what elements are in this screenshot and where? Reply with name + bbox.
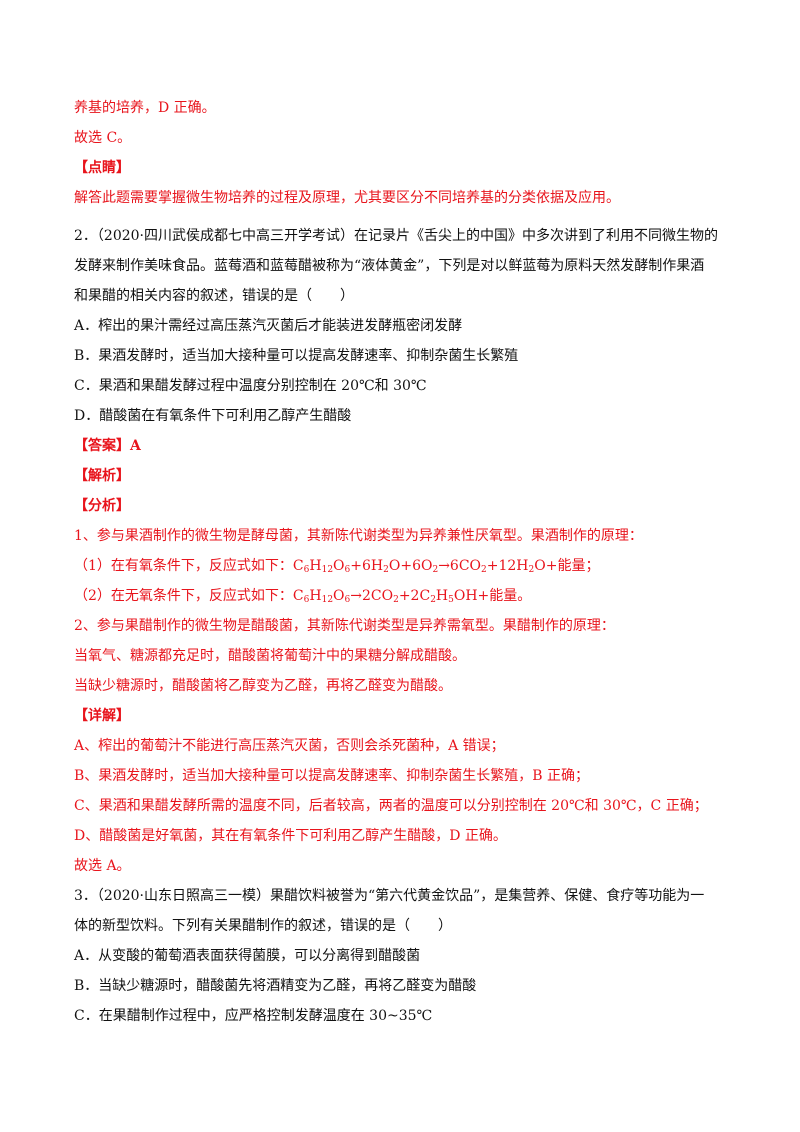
text-line: C．在果醋制作过程中，应严格控制发酵温度在 30~35℃ xyxy=(74,1006,728,1026)
equation-subscript: 6 xyxy=(303,565,310,575)
line-text: 当缺少糖源时，醋酸菌将乙醇变为乙醛，再将乙醛变为醋酸。 xyxy=(74,678,452,694)
text-line: 故选 C。 xyxy=(74,128,728,148)
line-text: 故选 C。 xyxy=(74,130,132,146)
equation-part: →2CO xyxy=(350,588,394,604)
text-line: 【分析】 xyxy=(74,496,728,516)
text-line: A、榨出的葡萄汁不能进行高压蒸汽灭菌，否则会杀死菌种，A 错误； xyxy=(74,736,728,756)
line-text: C．果酒和果醋发酵过程中温度分别控制在 20℃和 30℃ xyxy=(74,378,427,394)
equation-part: →6CO xyxy=(438,558,482,574)
text-line: D．醋酸菌在有氧条件下可利用乙醇产生醋酸 xyxy=(74,406,728,426)
line-text: 【分析】 xyxy=(74,498,130,514)
text-line: A．榨出的果汁需经过高压蒸汽灭菌后才能装进发酵瓶密闭发酵 xyxy=(74,316,728,336)
equation-subscript: 2 xyxy=(432,565,439,575)
equation-subscript: 2 xyxy=(481,565,487,575)
line-text: 和果醋的相关内容的叙述，错误的是（ ） xyxy=(74,288,354,304)
line-text: 1、参与果酒制作的微生物是酵母菌，其新陈代谢类型为异养兼性厌氧型。果酒制作的原理… xyxy=(74,528,643,544)
text-line: D、醋酸菌是好氧菌，其在有氧条件下可利用乙醇产生醋酸，D 正确。 xyxy=(74,826,728,846)
text-line: 当氧气、糖源都充足时，醋酸菌将葡萄汁中的果糖分解成醋酸。 xyxy=(74,646,728,666)
equation-part: H xyxy=(435,588,449,604)
equation-subscript: 6 xyxy=(344,565,351,575)
equation-subscript: 12 xyxy=(321,595,334,605)
text-line: B．当缺少糖源时，醋酸菌先将酒精变为乙醛，再将乙醛变为醋酸 xyxy=(74,976,728,996)
equation-subscript: 5 xyxy=(448,595,454,605)
text-line: 和果醋的相关内容的叙述，错误的是（ ） xyxy=(74,286,728,306)
text-line: 解答此题需要掌握微生物培养的过程及原理，尤其要区分不同培养基的分类依据及应用。 xyxy=(74,188,728,208)
line-text: 解答此题需要掌握微生物培养的过程及原理，尤其要区分不同培养基的分类依据及应用。 xyxy=(74,190,620,206)
text-line: 2、参与果醋制作的微生物是醋酸菌，其新陈代谢类型是异养需氧型。果醋制作的原理： xyxy=(74,616,728,636)
equation-part: C xyxy=(292,558,304,574)
line-text: C、果酒和果醋发酵所需的温度不同，后者较高，两者的温度可以分别控制在 20℃和 … xyxy=(74,798,708,814)
equation-part: OH+能量。 xyxy=(453,588,532,604)
text-line: B、果酒发酵时，适当加大接种量可以提高发酵速率、抑制杂菌生长繁殖，B 正确； xyxy=(74,766,728,786)
line-text: 2．（2020·四川武侯成都七中高三开学考试）在记录片《舌尖上的中国》中多次讲到… xyxy=(74,228,718,244)
line-text: 【答案】A xyxy=(74,438,141,454)
line-text: 3．（2020·山东日照高三一模）果醋饮料被誉为“第六代黄金饮品”，是集营养、保… xyxy=(74,888,705,904)
equation-subscript: 2 xyxy=(430,595,436,605)
line-text: B．当缺少糖源时，醋酸菌先将酒精变为乙醛，再将乙醛变为醋酸 xyxy=(74,978,477,994)
equation-part: O xyxy=(333,558,345,574)
line-text: 养基的培养，D 正确。 xyxy=(74,100,216,116)
line-text: 【点睛】 xyxy=(74,160,130,176)
line-text: D、醋酸菌是好氧菌，其在有氧条件下可利用乙醇产生醋酸，D 正确。 xyxy=(74,828,507,844)
equation-part: +2C xyxy=(398,588,431,604)
line-text: 体的新型饮料。下列有关果醋制作的叙述，错误的是（ ） xyxy=(74,918,452,934)
equation-part: O+能量； xyxy=(534,558,600,574)
equation-part: H xyxy=(309,558,322,574)
text-line: （2）在无氧条件下，反应式如下：C6H12O6→2CO2+2C2H5OH+能量。 xyxy=(74,586,728,606)
chemical-equation: C6H12O6→2CO2+2C2H5OH+能量。 xyxy=(292,588,532,605)
equation-part: +6H xyxy=(350,558,384,574)
equation-part: +12H xyxy=(486,558,529,574)
line-text: B．果酒发酵时，适当加大接种量可以提高发酵速率、抑制杂菌生长繁殖 xyxy=(74,348,519,364)
text-line: 3．（2020·山东日照高三一模）果醋饮料被誉为“第六代黄金饮品”，是集营养、保… xyxy=(74,886,728,906)
text-line: （1）在有氧条件下，反应式如下：C6H12O6+6H2O+6O2→6CO2+12… xyxy=(74,556,728,576)
text-line: 当缺少糖源时，醋酸菌将乙醇变为乙醛，再将乙醛变为醋酸。 xyxy=(74,676,728,696)
equation-subscript: 2 xyxy=(528,565,535,575)
text-line: 【详解】 xyxy=(74,706,728,726)
line-text: B、果酒发酵时，适当加大接种量可以提高发酵速率、抑制杂菌生长繁殖，B 正确； xyxy=(74,768,590,784)
line-text: A．从变酸的葡萄酒表面获得菌膜，可以分离得到醋酸菌 xyxy=(74,948,421,964)
text-line: 养基的培养，D 正确。 xyxy=(74,98,728,118)
line-text: （2）在无氧条件下，反应式如下： xyxy=(74,588,293,604)
equation-part: O+6O xyxy=(388,558,433,574)
text-line: 故选 A。 xyxy=(74,856,728,876)
text-line: 1、参与果酒制作的微生物是酵母菌，其新陈代谢类型为异养兼性厌氧型。果酒制作的原理… xyxy=(74,526,728,546)
equation-subscript: 12 xyxy=(321,565,334,575)
equation-part: C xyxy=(292,588,304,604)
line-text: 发酵来制作美味食品。蓝莓酒和蓝莓醋被称为“液体黄金”，下列是对以鲜蓝莓为原料天然… xyxy=(74,258,705,274)
text-line: 【点睛】 xyxy=(74,158,728,178)
equation-part: O xyxy=(333,588,345,604)
line-text: 故选 A。 xyxy=(74,858,131,874)
equation-subscript: 2 xyxy=(383,565,389,575)
line-text: D．醋酸菌在有氧条件下可利用乙醇产生醋酸 xyxy=(74,408,352,424)
text-line: A．从变酸的葡萄酒表面获得菌膜，可以分离得到醋酸菌 xyxy=(74,946,728,966)
line-text: A、榨出的葡萄汁不能进行高压蒸汽灭菌，否则会杀死菌种，A 错误； xyxy=(74,738,505,754)
text-line: 体的新型饮料。下列有关果醋制作的叙述，错误的是（ ） xyxy=(74,916,728,936)
equation-part: H xyxy=(309,588,322,604)
line-text: C．在果醋制作过程中，应严格控制发酵温度在 30~35℃ xyxy=(74,1008,433,1024)
line-text: 当氧气、糖源都充足时，醋酸菌将葡萄汁中的果糖分解成醋酸。 xyxy=(74,648,466,664)
text-line: C．果酒和果醋发酵过程中温度分别控制在 20℃和 30℃ xyxy=(74,376,728,396)
text-line: B．果酒发酵时，适当加大接种量可以提高发酵速率、抑制杂菌生长繁殖 xyxy=(74,346,728,366)
equation-subscript: 6 xyxy=(344,595,351,605)
text-line: 2．（2020·四川武侯成都七中高三开学考试）在记录片《舌尖上的中国》中多次讲到… xyxy=(74,226,728,246)
equation-subscript: 2 xyxy=(393,595,399,605)
chemical-equation: C6H12O6+6H2O+6O2→6CO2+12H2O+能量； xyxy=(292,558,600,575)
line-text: （1）在有氧条件下，反应式如下： xyxy=(74,558,293,574)
line-text: 2、参与果醋制作的微生物是醋酸菌，其新陈代谢类型是异养需氧型。果醋制作的原理： xyxy=(74,618,615,634)
line-text: 【解析】 xyxy=(74,468,130,484)
line-text: A．榨出的果汁需经过高压蒸汽灭菌后才能装进发酵瓶密闭发酵 xyxy=(74,318,463,334)
text-line: 【解析】 xyxy=(74,466,728,486)
equation-subscript: 6 xyxy=(303,595,310,605)
text-line: 发酵来制作美味食品。蓝莓酒和蓝莓醋被称为“液体黄金”，下列是对以鲜蓝莓为原料天然… xyxy=(74,256,728,276)
text-line: C、果酒和果醋发酵所需的温度不同，后者较高，两者的温度可以分别控制在 20℃和 … xyxy=(74,796,728,816)
line-text: 【详解】 xyxy=(74,708,130,724)
text-line: 【答案】A xyxy=(74,436,728,456)
